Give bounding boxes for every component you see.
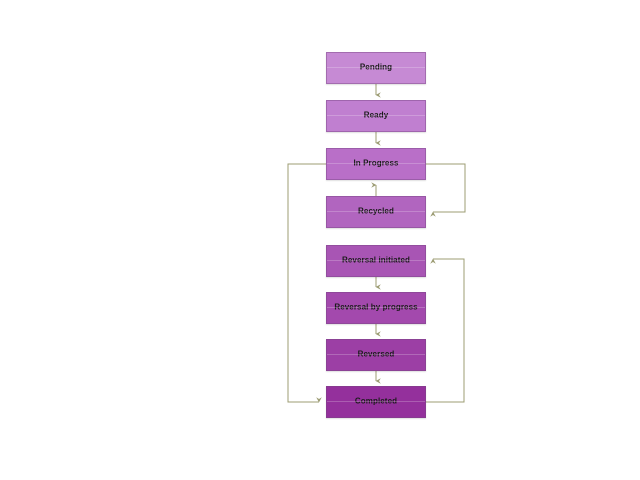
node-reversal-initiated[interactable]: Reversal initiated xyxy=(326,245,426,277)
edge-completed-to-reversal-initiated xyxy=(426,258,465,403)
node-completed[interactable]: Completed xyxy=(326,386,426,418)
node-pending[interactable]: Pending xyxy=(326,52,426,84)
edge-in-progress-to-completed xyxy=(287,163,326,403)
node-reversal-by-progress[interactable]: Reversal by progress xyxy=(326,292,426,324)
node-in-progress[interactable]: In Progress xyxy=(326,148,426,180)
node-reversal-by-progress-label: Reversal by progress xyxy=(334,302,418,312)
edge-in-progress-to-recycled xyxy=(426,163,466,217)
node-ready[interactable]: Ready xyxy=(326,100,426,132)
node-reversed[interactable]: Reversed xyxy=(326,339,426,371)
node-pending-label: Pending xyxy=(359,62,393,72)
node-reversal-initiated-label: Reversal initiated xyxy=(341,255,411,265)
node-recycled-label: Recycled xyxy=(358,206,394,216)
node-reversed-label: Reversed xyxy=(357,349,395,359)
node-completed-label: Completed xyxy=(354,396,398,406)
node-in-progress-label: In Progress xyxy=(353,158,399,168)
node-ready-label: Ready xyxy=(363,110,389,120)
node-recycled[interactable]: Recycled xyxy=(326,196,426,228)
